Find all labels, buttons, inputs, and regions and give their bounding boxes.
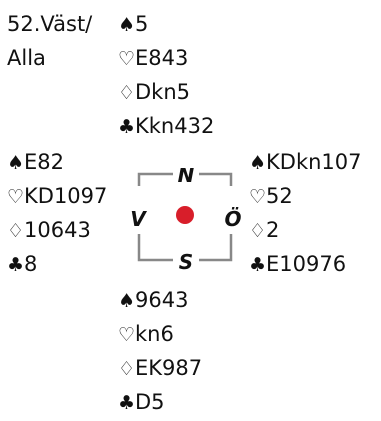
compass-graphic: N S V Ö: [130, 163, 241, 274]
south-clubs-cards: D5: [135, 390, 165, 414]
compass-south-letter: S: [179, 250, 193, 274]
south-hearts-row: ♡kn6: [118, 322, 174, 346]
west-hearts-cards: KD1097: [24, 184, 108, 208]
heart-icon: ♡: [118, 48, 136, 70]
north-hearts-cards: E843: [135, 46, 189, 70]
compass-west-letter: V: [130, 207, 147, 231]
compass-frame-top-right: [199, 172, 233, 186]
west-clubs-row: ♣8: [7, 252, 37, 276]
compass-north-letter: N: [178, 168, 195, 187]
heart-icon: ♡: [118, 324, 136, 346]
west-hearts-row: ♡KD1097: [7, 184, 107, 208]
south-spades-row: ♠9643: [118, 288, 188, 312]
north-diamonds-row: ♢Dkn5: [118, 80, 190, 104]
east-spades-cards: KDkn107: [266, 150, 362, 174]
spade-icon: ♠: [249, 152, 267, 174]
spade-icon: ♠: [118, 14, 136, 36]
club-icon: ♣: [249, 254, 267, 276]
heart-icon: ♡: [7, 186, 25, 208]
west-clubs-cards: 8: [24, 252, 38, 276]
east-clubs-cards: E10976: [266, 252, 347, 276]
east-hearts-cards: 52: [266, 184, 293, 208]
west-spades-cards: E82: [24, 150, 64, 174]
compass-center-dot: [176, 206, 194, 224]
east-hearts-row: ♡52: [249, 184, 293, 208]
spade-icon: ♠: [118, 290, 136, 312]
board-number: 52.Väst/: [7, 12, 93, 36]
north-diamonds-cards: Dkn5: [135, 80, 191, 104]
spade-icon: ♠: [7, 152, 25, 174]
north-hearts-row: ♡E843: [118, 46, 188, 70]
west-diamonds-row: ♢10643: [7, 218, 91, 242]
club-icon: ♣: [118, 116, 136, 138]
compass-frame-bottom-right: [199, 234, 233, 262]
compass-east-letter: Ö: [224, 207, 241, 231]
vulnerability-label: Alla: [7, 46, 46, 70]
south-spades-cards: 9643: [135, 288, 189, 312]
diamond-icon: ♢: [7, 220, 25, 242]
east-diamonds-cards: 2: [266, 218, 280, 242]
north-spades-row: ♠5: [118, 12, 148, 36]
north-spades-cards: 5: [135, 12, 149, 36]
south-diamonds-row: ♢EK987: [118, 356, 202, 380]
south-hearts-cards: kn6: [135, 322, 174, 346]
south-clubs-row: ♣D5: [118, 390, 165, 414]
diamond-icon: ♢: [118, 82, 136, 104]
west-diamonds-cards: 10643: [24, 218, 91, 242]
east-clubs-row: ♣E10976: [249, 252, 346, 276]
compass-frame-bottom-left: [137, 234, 173, 262]
diamond-icon: ♢: [118, 358, 136, 380]
east-diamonds-row: ♢2: [249, 218, 279, 242]
club-icon: ♣: [118, 392, 136, 414]
west-spades-row: ♠E82: [7, 150, 64, 174]
north-clubs-row: ♣Kkn432: [118, 114, 214, 138]
compass: N S V Ö: [127, 163, 243, 276]
club-icon: ♣: [7, 254, 25, 276]
south-diamonds-cards: EK987: [135, 356, 203, 380]
diamond-icon: ♢: [249, 220, 267, 242]
compass-frame-top-left: [137, 172, 173, 186]
east-spades-row: ♠KDkn107: [249, 150, 362, 174]
north-clubs-cards: Kkn432: [135, 114, 215, 138]
heart-icon: ♡: [249, 186, 267, 208]
